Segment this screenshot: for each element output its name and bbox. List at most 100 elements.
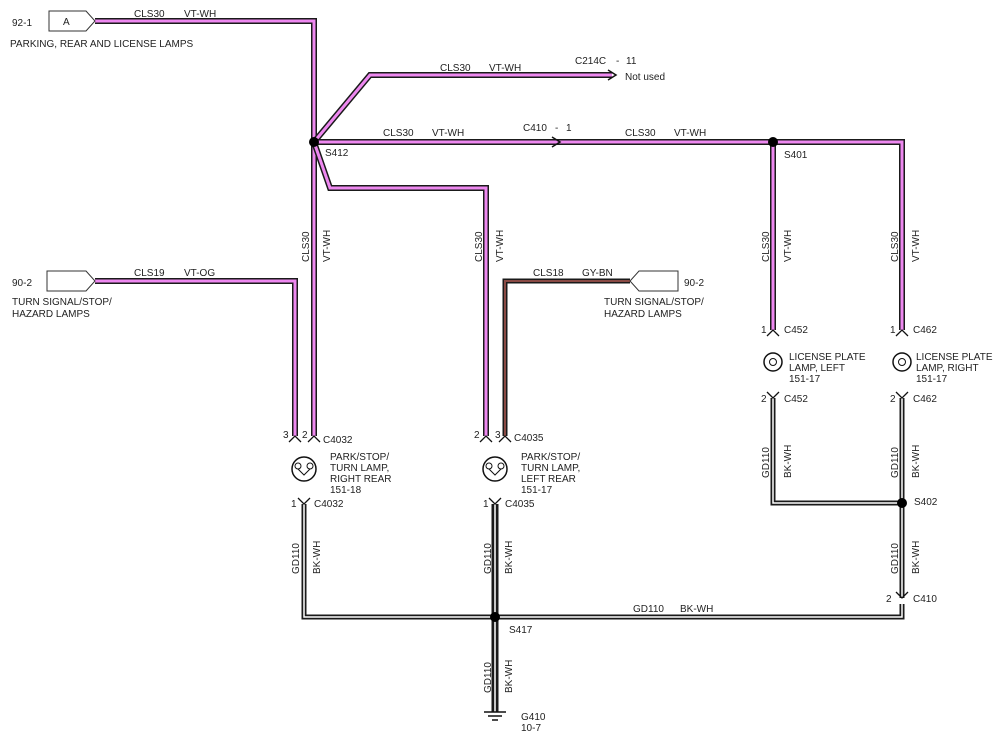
c410-bottom-label: C410 (913, 594, 937, 605)
lp-left-l2: LAMP, LEFT (789, 363, 845, 374)
arrow-c410-in (551, 136, 562, 148)
vlabel-vtwh-d: VT-WH (911, 230, 922, 262)
c410-top-dash: - (555, 123, 558, 134)
lr-lamp-l3: LEFT REAR (521, 474, 576, 485)
vlabel-cls30-c: CLS30 (761, 231, 772, 262)
splice-dot-s417 (490, 612, 500, 622)
arrow-c452-pin1 (766, 329, 780, 337)
wire-vtwh-c410 (314, 140, 904, 330)
turn-right-line2: HAZARD LAMPS (604, 309, 682, 320)
wire-code-c410-a: CLS30 (383, 128, 414, 139)
vlabel-gd110-s402: GD110 (890, 543, 901, 574)
c462-top-label: C462 (913, 325, 937, 336)
wire-bkwh-c452-s402 (772, 398, 902, 504)
turn-left-line2: HAZARD LAMPS (12, 309, 90, 320)
lamp-icon-right-rear (291, 456, 317, 482)
c410-top-pin: 1 (566, 123, 572, 134)
c452-top-label: C452 (784, 325, 808, 336)
vlabel-gd110-g: GD110 (483, 662, 494, 693)
arrow-c462-pin1 (895, 329, 909, 337)
c410-top-label: C410 (523, 123, 547, 134)
vlabel-bkwh-lp-l: BK-WH (783, 445, 794, 478)
c4032-pin1: 1 (291, 499, 297, 510)
lp-right-l2: LAMP, RIGHT (916, 363, 979, 374)
wire-vtog-c4032 (95, 279, 297, 436)
c4032-top-label: C4032 (323, 435, 353, 446)
vlabel-gd110-lr: GD110 (483, 543, 494, 574)
wire-color-vtog: VT-OG (184, 268, 215, 279)
wire-color-top-1: VT-WH (184, 9, 216, 20)
arrow-c214c (607, 69, 618, 81)
arrow-c4035-pin2 (479, 435, 493, 443)
ref-left-mid: 90-2 (12, 278, 32, 289)
wire-vtwh-c4035 (312, 141, 488, 436)
lp-right-l1: LICENSE PLATE (916, 352, 993, 363)
c452-pin1: 1 (761, 325, 767, 336)
turn-left-line1: TURN SIGNAL/STOP/ (12, 297, 112, 308)
wire-code-c410-b: CLS30 (625, 128, 656, 139)
lp-left-l3: 151-17 (789, 374, 821, 385)
wire-color-bkwh-h: BK-WH (680, 604, 713, 615)
rr-lamp-l3: RIGHT REAR (330, 474, 392, 485)
wire-vtwh-main (95, 19, 316, 436)
c462-bottom-label: C462 (913, 394, 937, 405)
wire-vtwh-c214c (312, 73, 612, 143)
ref-top-left: 92-1 (12, 18, 32, 29)
rr-lamp-l1: PARK/STOP/ (330, 452, 389, 463)
lamp-icon-left-rear (482, 456, 508, 482)
vlabel-bkwh-lp-r: BK-WH (911, 445, 922, 478)
c4032-pin3: 3 (283, 430, 289, 441)
splice-dot-s401 (768, 137, 778, 147)
splice-s401-label: S401 (784, 150, 808, 161)
wire-code-c214c: CLS30 (440, 63, 471, 74)
wire-vtog-c4032-outline (95, 278, 298, 436)
vlabel-vtwh-b: VT-WH (495, 230, 506, 262)
ground-icon (484, 711, 506, 721)
lr-lamp-l2: TURN LAMP, (521, 463, 580, 474)
c462-pin2: 2 (890, 394, 896, 405)
c4035-pin1: 1 (483, 499, 489, 510)
splice-dot-s412 (309, 137, 319, 147)
wire-bkwh-c410-s417 (303, 504, 903, 618)
lr-lamp-l1: PARK/STOP/ (521, 452, 580, 463)
wire-color-gybn: GY-BN (582, 268, 613, 279)
vlabel-cls30-a: CLS30 (301, 231, 312, 262)
c4032-pin2: 2 (302, 430, 308, 441)
lp-left-l1: LICENSE PLATE (789, 352, 866, 363)
vlabel-gd110-lp-r: GD110 (890, 447, 901, 478)
arrow-c4035-pin1 (488, 497, 502, 505)
wire-color-c410-a: VT-WH (432, 128, 464, 139)
splice-s402-label: S402 (914, 497, 938, 508)
c214c-dash: - (616, 56, 619, 67)
ground-label: G410 (521, 712, 546, 723)
ref-right-mid: 90-2 (684, 278, 704, 289)
vlabel-bkwh-rr: BK-WH (312, 541, 323, 574)
connector-flag-left (46, 270, 96, 292)
connector-flag-right (629, 270, 679, 292)
wire-code-cls18: CLS18 (533, 268, 564, 279)
vlabel-bkwh-lr: BK-WH (504, 541, 515, 574)
arrow-c4035-pin3 (498, 435, 512, 443)
turn-right-line1: TURN SIGNAL/STOP/ (604, 297, 704, 308)
vlabel-bkwh-s402: BK-WH (911, 541, 922, 574)
c4035-bottom-label: C4035 (505, 499, 535, 510)
c410-pin2: 2 (886, 594, 892, 605)
lamp-icon-license-right (892, 352, 912, 372)
arrow-c4032-pin2 (307, 435, 321, 443)
wire-color-c214c: VT-WH (489, 63, 521, 74)
splice-s417-label: S417 (509, 625, 533, 636)
wire-code-gd110-h: GD110 (633, 604, 664, 615)
arrow-c4032-pin3 (288, 435, 302, 443)
vlabel-cls30-d: CLS30 (890, 231, 901, 262)
arrow-c4032-pin1 (297, 497, 311, 505)
lr-lamp-l4: 151-17 (521, 485, 553, 496)
c214c-pin: 11 (626, 56, 637, 67)
c4035-top-label: C4035 (514, 433, 544, 444)
c214c-label: C214C (575, 56, 606, 67)
vlabel-vtwh-c: VT-WH (783, 230, 794, 262)
splice-dot-s402 (897, 498, 907, 508)
vlabel-bkwh-g: BK-WH (504, 660, 515, 693)
vlabel-gd110-lp-l: GD110 (761, 447, 772, 478)
vlabel-vtwh-a: VT-WH (322, 230, 333, 262)
wire-code-top-1: CLS30 (134, 9, 165, 20)
